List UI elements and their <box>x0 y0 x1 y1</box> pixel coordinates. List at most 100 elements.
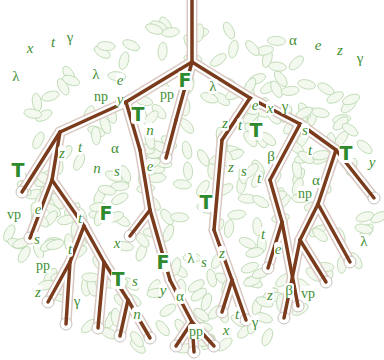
branch-inner <box>214 140 222 230</box>
symbol-label: λ <box>208 79 217 94</box>
branch-outline <box>170 280 192 322</box>
branch-inner <box>30 180 52 238</box>
branch-inner <box>192 62 250 98</box>
leaf <box>227 209 246 220</box>
branch-outline <box>192 62 250 98</box>
symbol-label: z <box>266 288 274 303</box>
symbol-label: t <box>67 242 73 257</box>
leaf <box>183 162 194 181</box>
symbol-label: e <box>251 98 260 113</box>
symbol-label: n <box>132 307 142 322</box>
truth-label: T <box>199 193 214 212</box>
leaf <box>223 219 235 238</box>
truth-label: T <box>339 144 354 163</box>
branch-inner <box>130 210 150 236</box>
branch-inner <box>150 210 170 280</box>
symbol-label: γ <box>66 30 75 45</box>
leaf <box>181 140 194 160</box>
branch <box>192 62 250 98</box>
leaf <box>355 138 375 156</box>
branch-outline <box>222 98 250 140</box>
branch-outline <box>84 226 104 262</box>
branch-inner <box>300 240 326 282</box>
branch-inner <box>52 180 84 226</box>
symbol-label: γ <box>251 315 260 330</box>
leaf <box>154 318 172 338</box>
leaf <box>272 69 290 89</box>
leaf-layer <box>1 15 384 356</box>
branch-inner <box>98 262 104 328</box>
branch-outline <box>222 280 232 312</box>
symbol-label: x <box>26 41 35 56</box>
truth-label: T <box>249 121 264 140</box>
symbol-label: t <box>260 227 266 242</box>
symbol-label: pp <box>188 324 204 339</box>
branch <box>120 300 128 336</box>
leaf <box>341 92 361 107</box>
symbol-label: y <box>368 155 377 170</box>
branch-outline <box>176 62 192 120</box>
branch <box>222 280 232 312</box>
branch-inner <box>104 262 128 300</box>
leaf <box>144 22 164 37</box>
leaf <box>40 89 60 103</box>
symbol-label: α <box>311 173 321 188</box>
symbol-label: t <box>237 118 243 133</box>
leaf <box>355 210 375 224</box>
leaf <box>240 260 260 275</box>
leaf <box>56 143 74 163</box>
symbol-label: z <box>34 285 42 300</box>
branch <box>318 204 350 262</box>
branch <box>300 240 326 282</box>
leaf <box>91 127 101 146</box>
symbol-label: λ <box>186 251 195 266</box>
symbol-label: t <box>77 140 83 155</box>
leaf <box>340 121 360 139</box>
leaf <box>173 179 192 190</box>
symbol-label: t <box>256 171 262 186</box>
leaf <box>157 42 167 61</box>
leaf <box>311 107 330 120</box>
branch-outline <box>318 204 350 262</box>
leaf <box>297 78 316 90</box>
branch-outline <box>98 262 104 328</box>
symbol-label: s <box>113 164 121 179</box>
branch-outline <box>268 222 282 268</box>
leaf <box>245 246 265 259</box>
branch-inner <box>268 222 282 268</box>
leaf <box>281 85 300 96</box>
leaf <box>186 277 206 294</box>
symbol-label: x <box>222 323 231 338</box>
leaf <box>268 61 287 72</box>
branch-outline <box>60 102 126 132</box>
symbol-label: β <box>266 149 276 164</box>
leaf <box>121 37 141 53</box>
symbol-label: e <box>274 242 283 257</box>
branch-inner <box>188 0 196 62</box>
branch <box>222 98 250 140</box>
symbol-label: λ <box>359 234 368 249</box>
branch-inner <box>166 120 176 158</box>
leaf <box>117 51 130 71</box>
leaf <box>45 238 65 252</box>
branch-outline <box>150 210 170 280</box>
leaf <box>287 53 306 72</box>
branch-lines <box>22 0 374 352</box>
leaf <box>23 108 42 120</box>
branch-inner <box>120 300 128 336</box>
leaf <box>161 27 180 38</box>
truth-label: F <box>99 204 114 223</box>
truth-label: F <box>156 253 171 272</box>
branch-inner <box>176 62 192 120</box>
branch-inner <box>128 300 150 338</box>
symbol-label: z <box>218 246 226 261</box>
branch <box>128 300 150 338</box>
branch-outline <box>30 180 52 238</box>
symbol-label: t <box>50 35 56 50</box>
branch <box>268 222 282 268</box>
branch-outline <box>300 204 318 240</box>
branch <box>166 120 176 158</box>
leaf <box>221 20 237 40</box>
leaf <box>243 38 262 57</box>
